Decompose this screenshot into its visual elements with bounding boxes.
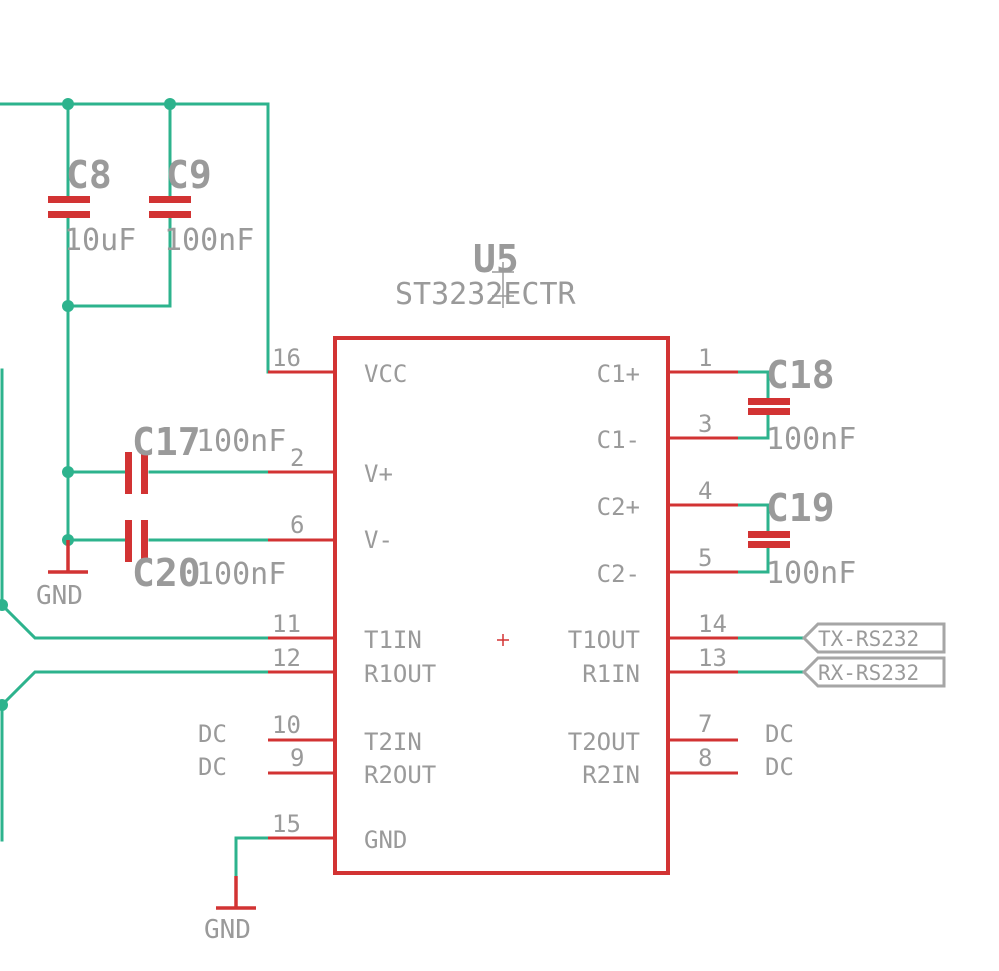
capacitor-c18[interactable]: C18 100nF [748, 353, 856, 457]
capacitor-plate [149, 196, 191, 203]
pin-name: V+ [364, 460, 393, 488]
junction-dot [62, 466, 74, 478]
wire-c9-bottom [66, 216, 172, 308]
chip-u5[interactable]: U5 ST3232ECTR 16 2 6 11 12 10 9 15 VCC V… [268, 237, 738, 875]
capacitor-designator: C20 [132, 551, 201, 595]
net-flag [801, 622, 946, 654]
chip-part-number: ST3232ECTR [395, 277, 577, 312]
ground-symbol-left[interactable]: GND [36, 540, 88, 611]
nc-label: DC [765, 753, 794, 781]
pin-number: 10 [272, 711, 301, 739]
ground-symbol-bottom[interactable]: GND [204, 876, 256, 945]
pin-number: 6 [290, 511, 304, 539]
nc-label: DC [198, 753, 227, 781]
wire-t1in [0, 368, 337, 640]
net-label-tx[interactable]: TX-RS232 [801, 622, 946, 654]
chip-body [333, 336, 670, 875]
pin-number: 14 [698, 610, 727, 638]
nc-markers: DC DC DC DC [198, 720, 794, 781]
pin-name: R1IN [582, 660, 640, 688]
pin-name: C2+ [597, 493, 640, 521]
net-flag [801, 656, 946, 688]
ground-label: GND [204, 915, 251, 945]
junction-dot [62, 98, 74, 110]
capacitor-plate [748, 398, 790, 405]
capacitor-c8[interactable]: C8 10uF [48, 153, 136, 258]
pin-number: 11 [272, 610, 301, 638]
pin-name: T2IN [364, 728, 422, 756]
capacitor-plate [149, 211, 191, 218]
wire-c19-top [668, 503, 770, 534]
wire-c19-bottom [668, 544, 770, 574]
capacitor-plate [748, 531, 790, 538]
junction-dot [0, 699, 8, 711]
wire-r1out [0, 670, 337, 842]
capacitor-value: 10uF [64, 223, 136, 258]
net-label-text: RX-RS232 [818, 661, 919, 685]
capacitor-plate [141, 452, 148, 494]
junction-dot [62, 300, 74, 312]
capacitor-designator: C17 [132, 420, 201, 464]
capacitor-plate [48, 196, 90, 203]
capacitor-plate [748, 408, 790, 415]
pin-number: 7 [698, 710, 712, 738]
junction-dot [164, 98, 176, 110]
capacitor-value: 100nF [766, 422, 856, 457]
capacitor-plate [125, 520, 132, 562]
capacitor-c19[interactable]: C19 100nF [748, 486, 856, 591]
pin-name: R2IN [582, 761, 640, 789]
capacitor-plate [748, 541, 790, 548]
junction-dot [0, 599, 8, 611]
capacitor-value: 100nF [196, 424, 286, 459]
net-label-rx[interactable]: RX-RS232 [801, 656, 946, 688]
pin-number: 9 [290, 744, 304, 772]
pin-name: VCC [364, 360, 407, 388]
pin-name: T2OUT [568, 728, 640, 756]
wire-c18-bottom [668, 410, 770, 440]
capacitor-value: 100nF [164, 223, 254, 258]
capacitor-designator: C19 [766, 486, 835, 530]
capacitor-designator: C8 [66, 153, 112, 197]
pin-number: 4 [698, 477, 712, 505]
pin-name: C1+ [597, 360, 640, 388]
capacitor-value: 100nF [196, 557, 286, 592]
pin-number: 1 [698, 344, 712, 372]
capacitor-plate [125, 452, 132, 494]
junctions [0, 98, 176, 711]
pin-number: 16 [272, 344, 301, 372]
capacitor-c9[interactable]: C9 100nF [149, 153, 254, 258]
pin-number: 5 [698, 544, 712, 572]
ground-label: GND [36, 581, 83, 611]
pin-name: T1OUT [568, 626, 640, 654]
wire-gnd-bottom [234, 836, 337, 882]
pin-name: GND [364, 826, 407, 854]
nc-label: DC [765, 720, 794, 748]
nc-label: DC [198, 720, 227, 748]
pin-name: T1IN [364, 626, 422, 654]
net-label-text: TX-RS232 [818, 627, 919, 651]
pin-number: 2 [290, 444, 304, 472]
pin-name: C1- [597, 426, 640, 454]
capacitor-designator: C9 [166, 153, 212, 197]
capacitor-value: 100nF [766, 556, 856, 591]
pin-number: 8 [698, 744, 712, 772]
pin-number: 12 [272, 644, 301, 672]
wire-c18-top [668, 370, 770, 400]
pin-number: 13 [698, 644, 727, 672]
capacitor-c17[interactable]: C17 100nF [125, 420, 286, 494]
pin-number: 15 [272, 810, 301, 838]
pin-number: 3 [698, 410, 712, 438]
chip-designator: U5 [473, 237, 519, 281]
capacitor-designator: C18 [766, 353, 835, 397]
pin-name: R1OUT [364, 660, 436, 688]
capacitor-c20[interactable]: C20 100nF [125, 520, 286, 595]
capacitor-plate [48, 211, 90, 218]
capacitor-plate [141, 520, 148, 562]
pin-name: R2OUT [364, 761, 436, 789]
pin-name: V- [364, 526, 393, 554]
pin-name: C2- [597, 560, 640, 588]
